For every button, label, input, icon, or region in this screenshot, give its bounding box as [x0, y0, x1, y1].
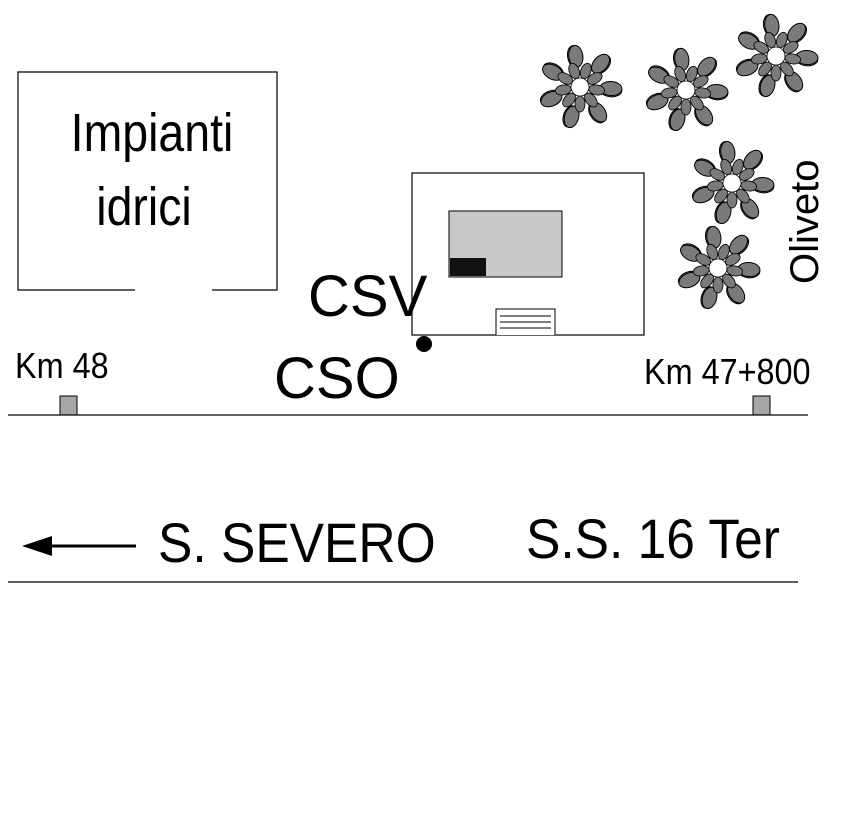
direction-label: S. SEVERO [158, 512, 436, 574]
enclosure-outline [17, 71, 278, 291]
tree-icon [645, 47, 729, 132]
road-label: S.S. 16 Ter [526, 508, 780, 570]
km-right-label: Km 47+800 [644, 352, 811, 392]
olive-grove [539, 13, 819, 310]
arrow-left-icon [22, 536, 136, 556]
csv-label: CSV [308, 264, 428, 329]
building-dark-block [450, 258, 486, 276]
dot-marker-icon [416, 336, 432, 352]
building-enclosure [411, 172, 645, 336]
km-left-label: Km 48 [15, 346, 109, 386]
tree-icon [691, 140, 775, 225]
impianti-idrici-enclosure: Impianti idrici [17, 71, 278, 291]
cso-label: CSO [274, 346, 400, 411]
tree-icon [735, 13, 819, 98]
tree-icon [677, 225, 761, 310]
oliveto-label: Oliveto [783, 160, 827, 285]
impianti-label-line1: Impianti [71, 102, 234, 163]
km-left-marker [59, 395, 78, 416]
tree-icon [539, 44, 623, 129]
impianti-label-line2: idrici [96, 176, 191, 237]
km-right-marker [752, 395, 771, 416]
entrance-steps [495, 308, 556, 335]
